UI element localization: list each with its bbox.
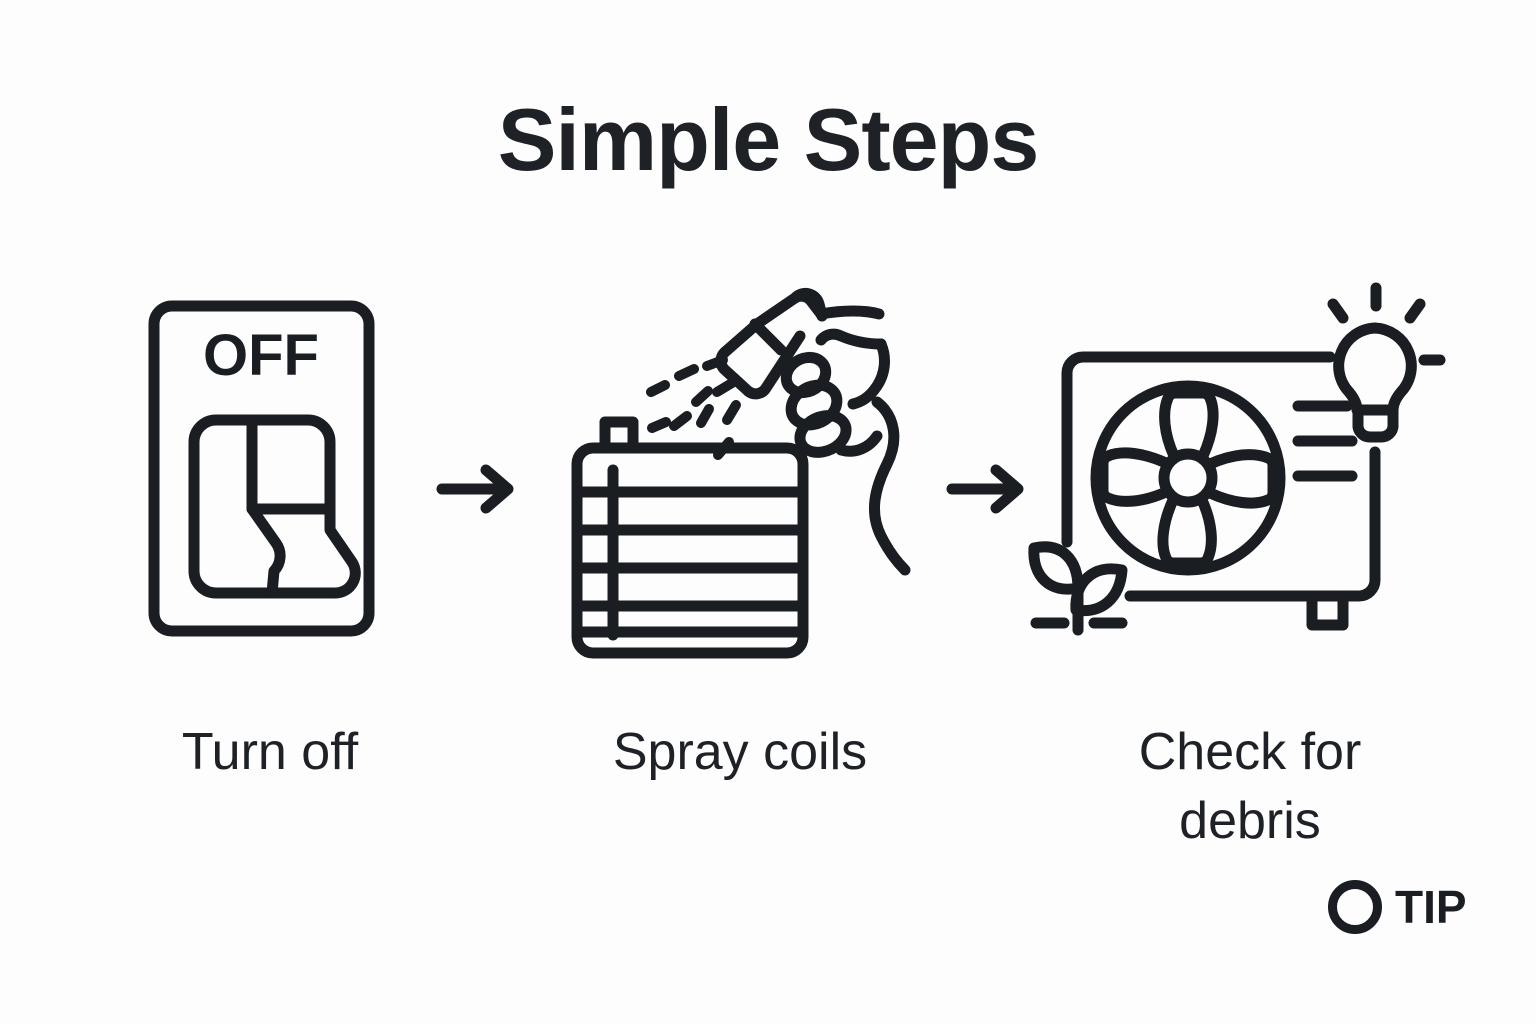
spray-dash-1 (646, 380, 670, 397)
spray-dash-8 (722, 400, 741, 425)
spray-hose (869, 396, 911, 576)
bulb-glass (1333, 322, 1417, 416)
tip-badge: TIP (1328, 880, 1467, 934)
step-item-2 (555, 280, 935, 680)
step-label-2: Spray coils (612, 723, 868, 781)
ac-body-top-left (1061, 351, 1336, 548)
arrow-head (480, 464, 514, 514)
step-label-1: Turn off (181, 723, 359, 781)
fan-outer-ring (1090, 380, 1286, 576)
light-switch-off-icon: OFF (148, 300, 375, 637)
plant-leaf-left (1028, 541, 1084, 595)
ac-body-right-bottom (1124, 446, 1381, 602)
arrow-head (990, 464, 1024, 514)
tip-badge-label: TIP (1395, 881, 1467, 933)
bulb-ray-upper-right (1404, 298, 1426, 324)
step-label-3: Check for debris (1040, 718, 1460, 855)
coil-top-tab (599, 416, 639, 454)
fan-blade-left (1097, 447, 1172, 507)
step-item-1: OFF (130, 280, 400, 650)
fan-blade-bottom (1157, 494, 1217, 569)
step-item-3 (1020, 280, 1446, 660)
light-bulb-icon (1327, 282, 1446, 443)
coil-box-outline (571, 442, 809, 659)
step-label-3-line-2: debris (1179, 791, 1321, 850)
arrow-step-2-to-3 (946, 463, 1026, 515)
nozzle-collar (749, 318, 787, 356)
circle-outline-icon (1328, 880, 1382, 934)
hand-finger-3 (794, 410, 852, 458)
hand-back-outline (847, 338, 890, 410)
steps-row: OFF (0, 280, 1536, 700)
arrow-step-1-to-2 (436, 463, 516, 515)
nozzle-body (715, 330, 806, 400)
switch-lever-fold (246, 414, 286, 599)
arrow-right-icon (946, 464, 1024, 514)
ac-vent-lines (1292, 400, 1358, 482)
fan-blade-right (1204, 449, 1279, 509)
spray-dash-9 (713, 437, 734, 460)
spray-coils-icon (571, 287, 911, 659)
hand-thumb-edge (815, 328, 887, 350)
ac-fan (1090, 380, 1286, 576)
ac-unit-fan-icon (1028, 282, 1446, 636)
arrow-right-icon (436, 464, 514, 514)
hand-lower-edge (835, 430, 883, 457)
plant-sprout-icon (1028, 541, 1128, 636)
switch-off-text: OFF (203, 323, 319, 388)
bulb-base (1352, 404, 1399, 443)
spray-dash-7 (696, 404, 714, 428)
fan-blade-top (1159, 387, 1219, 462)
hand-index-finger (815, 305, 885, 320)
spray-dash-6 (669, 411, 692, 431)
switch-lever-outline (188, 414, 361, 599)
hand-knuckle-top (789, 287, 828, 322)
spray-dash-2 (674, 364, 699, 381)
fan-hub (1158, 448, 1218, 508)
ac-unit-foot (1306, 590, 1349, 631)
step-label-3-line-1: Check for (1138, 723, 1362, 781)
switch-plate-outline (148, 300, 375, 637)
bulb-ray-upper-left (1327, 298, 1349, 324)
condenser-coil-box (571, 416, 809, 659)
spray-dash-4 (691, 386, 713, 407)
spray-dash-5 (712, 378, 737, 397)
spray-nozzle-hand (715, 287, 911, 576)
spray-dash-10 (647, 417, 671, 433)
page-title: Simple Steps (497, 90, 1040, 189)
